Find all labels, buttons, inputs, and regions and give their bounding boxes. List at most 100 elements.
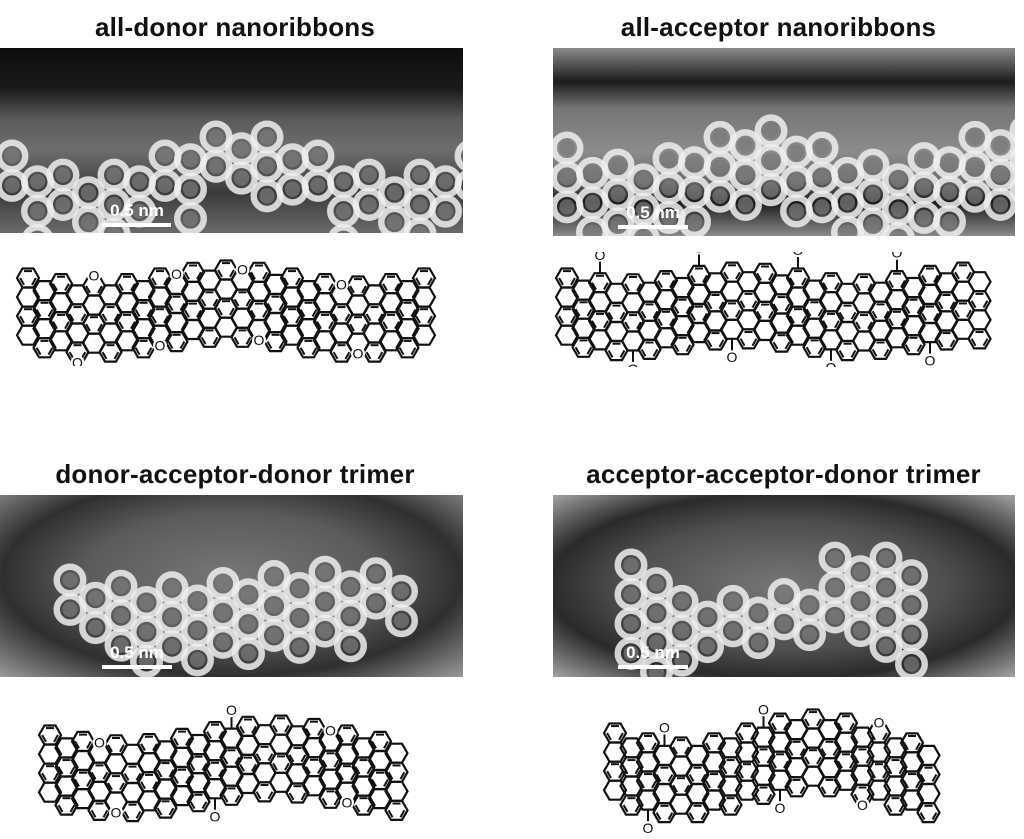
double-bond <box>756 310 762 319</box>
scale-bar-line <box>618 225 688 229</box>
double-bond <box>262 271 268 280</box>
afm-ring <box>174 202 207 233</box>
double-bond <box>849 760 855 769</box>
double-bond <box>766 793 773 802</box>
oxygen-atom <box>153 338 167 353</box>
afm-ring-center <box>80 214 97 230</box>
double-bond <box>723 309 729 318</box>
afm-ring-center <box>941 213 958 230</box>
benzene-ring <box>384 799 409 822</box>
double-bond <box>622 804 629 813</box>
afm-ring <box>429 194 462 228</box>
afm-ring-center <box>240 616 257 632</box>
double-bond <box>624 321 630 330</box>
double-bond <box>739 338 746 347</box>
double-bond <box>655 812 662 820</box>
double-bond <box>672 784 678 793</box>
double-bond <box>278 341 285 349</box>
double-bond <box>118 321 124 330</box>
double-bond <box>427 277 433 286</box>
double-bond <box>982 338 989 347</box>
double-bond <box>332 351 339 360</box>
double-bond <box>366 766 373 775</box>
afm-ring-center <box>967 159 983 175</box>
afm-ring <box>104 628 138 662</box>
double-bond <box>212 298 219 307</box>
afm-ring <box>130 644 163 677</box>
afm-ring-center <box>686 155 703 171</box>
afm-ring-center <box>138 624 155 640</box>
oxygen-label: O <box>111 804 122 820</box>
afm-ring-center <box>106 226 122 233</box>
double-bond <box>937 339 944 348</box>
double-bond <box>152 743 158 751</box>
benzene-ring <box>734 779 760 801</box>
double-bond <box>382 321 388 330</box>
double-bond <box>838 311 845 320</box>
double-bond <box>921 313 927 321</box>
double-bond <box>427 315 433 324</box>
double-bond <box>804 756 810 765</box>
afm-ring-center <box>661 150 677 167</box>
double-bond <box>624 283 630 292</box>
afm-ring <box>97 217 131 233</box>
afm-ring-center <box>215 634 231 651</box>
afm-ring <box>352 188 386 221</box>
double-bond <box>700 774 707 782</box>
double-bond <box>667 812 674 820</box>
double-bond <box>338 734 344 743</box>
double-bond <box>316 321 322 330</box>
oxygen-label: O <box>874 715 885 731</box>
double-bond <box>751 338 758 347</box>
afm-image-all-acceptor: 0.5 nm <box>553 48 1015 236</box>
afm-ring-center <box>891 231 906 236</box>
afm-ring-center <box>661 180 677 196</box>
afm-ring-center <box>138 594 155 611</box>
double-bond <box>853 755 860 764</box>
oxygen-label: O <box>94 735 105 751</box>
double-bond <box>898 804 905 813</box>
afm-ring-center <box>29 174 46 190</box>
double-bond <box>886 766 893 775</box>
afm-ring-center <box>839 224 856 236</box>
afm-ring-center <box>55 167 71 183</box>
afm-ring-center <box>712 159 728 175</box>
double-bond <box>871 310 878 319</box>
benzene-ring <box>186 733 211 756</box>
afm-ring-center <box>584 224 601 236</box>
benzene-ring <box>37 743 63 765</box>
afm-ring-center <box>992 196 1009 213</box>
afm-ring <box>334 629 367 663</box>
benzene-ring <box>318 787 343 809</box>
benzene-ring <box>916 744 941 767</box>
double-bond <box>146 309 153 317</box>
afm-ring <box>818 600 852 634</box>
afm-ring-center <box>827 579 843 596</box>
oxygen-atom <box>87 268 101 283</box>
double-bond <box>640 348 647 357</box>
double-bond <box>196 271 202 280</box>
double-bond <box>603 320 609 329</box>
oxygen-label: O <box>237 262 248 278</box>
double-bond <box>606 732 612 741</box>
oxygen-atom <box>169 267 184 282</box>
double-bond <box>966 271 972 280</box>
afm-ring-center <box>87 619 104 636</box>
scale-bar-line <box>103 223 171 227</box>
afm-image-all-donor: 0.5 nm <box>0 48 463 233</box>
afm-ring <box>46 188 80 221</box>
afm-ring-center <box>386 214 403 230</box>
double-bond <box>684 784 690 793</box>
oxygen-atom <box>756 702 771 717</box>
double-bond <box>586 308 593 317</box>
double-bond <box>394 321 400 330</box>
afm-ring-center <box>763 152 779 168</box>
afm-rings <box>0 120 463 233</box>
panel-title: donor-acceptor-donor trimer <box>55 459 415 489</box>
afm-rings <box>53 555 418 677</box>
double-bond <box>229 269 235 278</box>
benzene-ring <box>883 794 908 816</box>
afm-ring-center <box>763 123 779 139</box>
afm-ring <box>378 205 411 233</box>
